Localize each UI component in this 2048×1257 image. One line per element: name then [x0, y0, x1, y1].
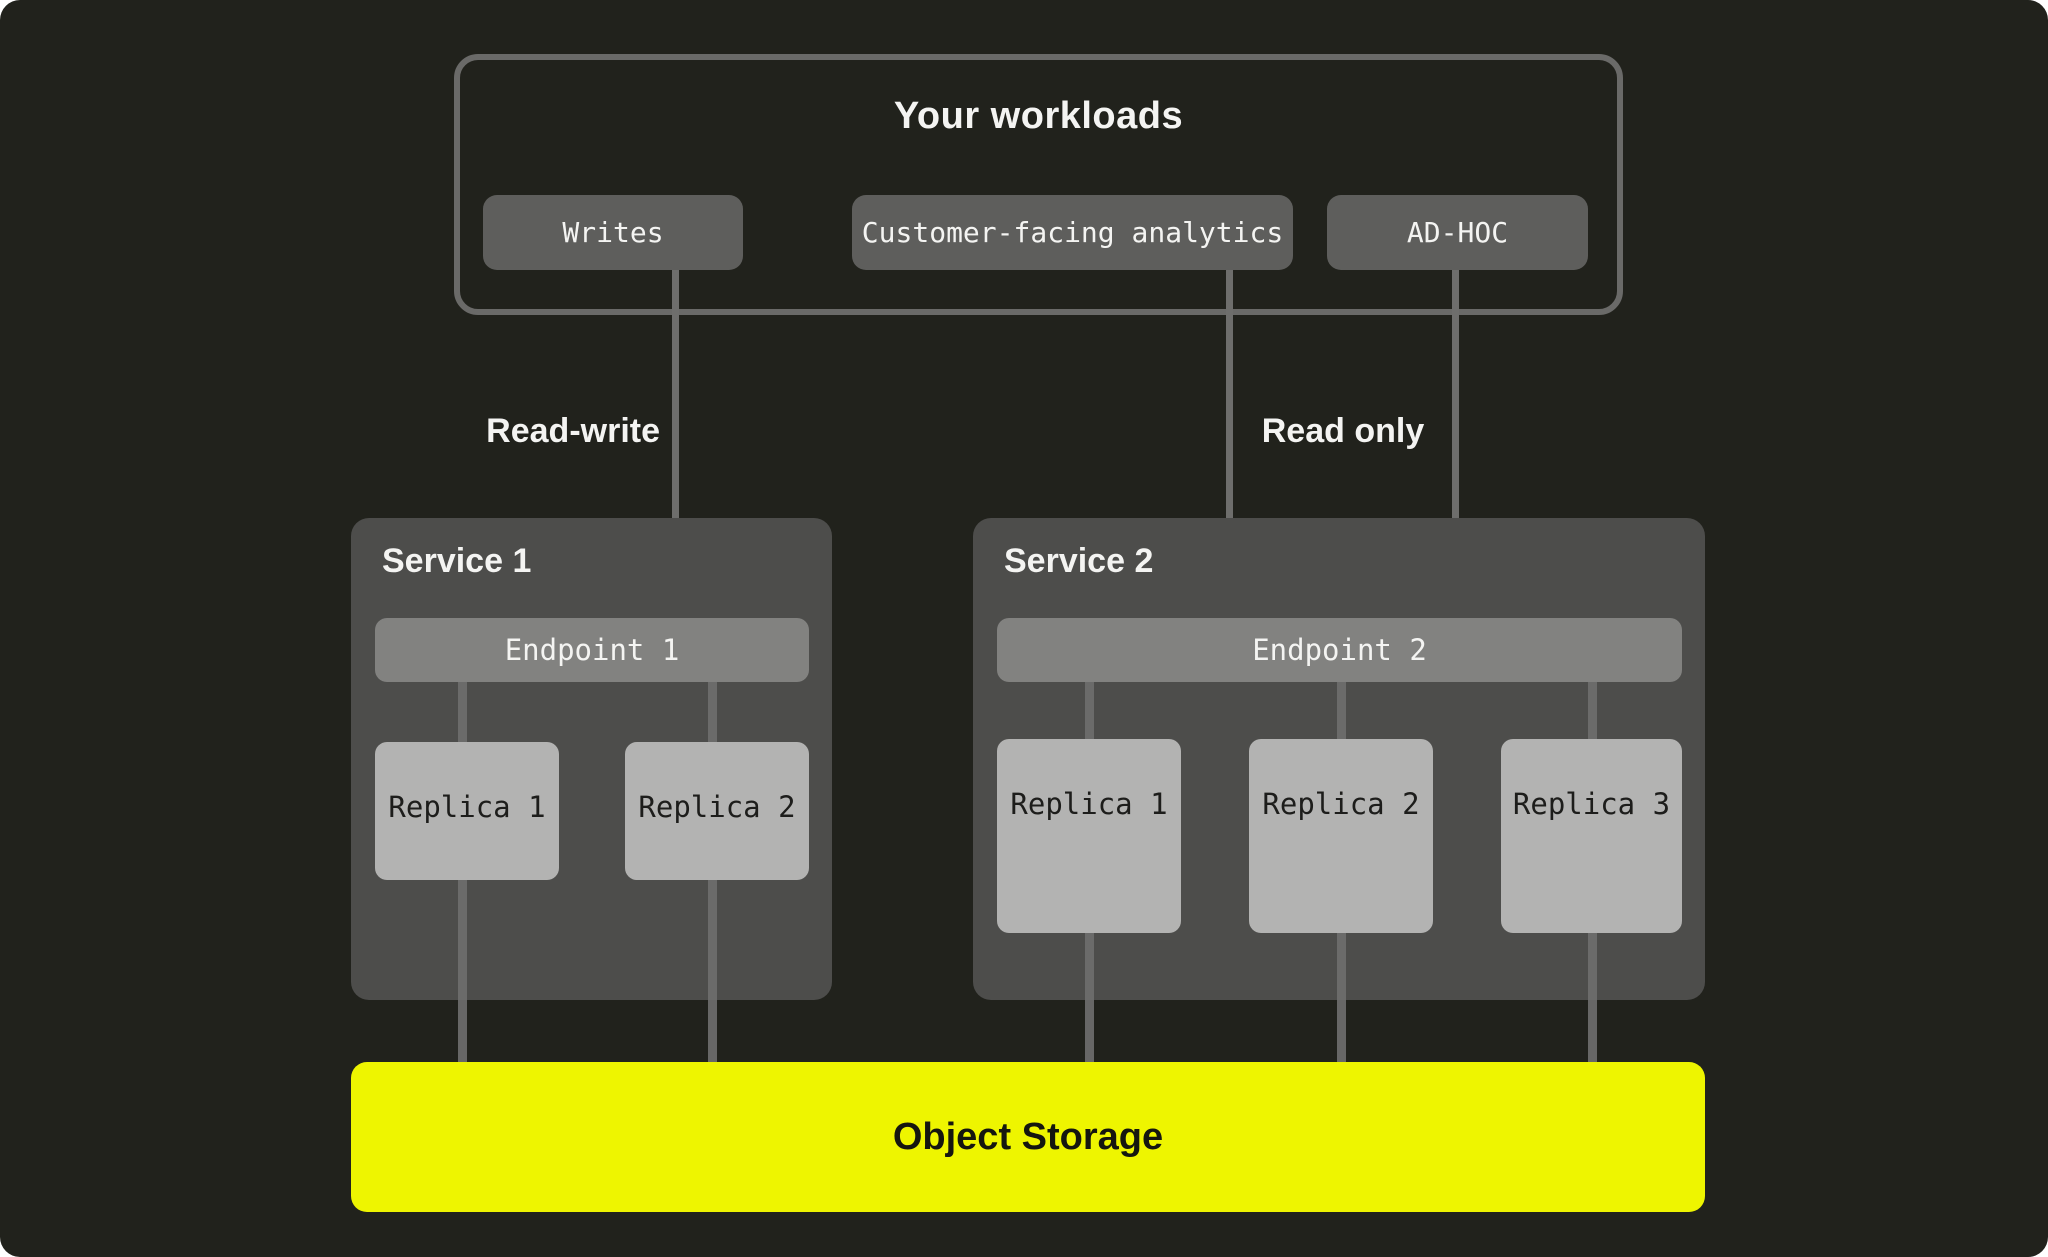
service-1-title: Service 1	[382, 542, 532, 580]
service-2-endpoint: Endpoint 2	[997, 618, 1682, 682]
workloads-group-box	[454, 54, 1623, 315]
edge-label-read-write: Read-write	[486, 412, 660, 450]
service-2-replica-3: Replica 3	[1501, 739, 1682, 933]
arrow-writes-line	[672, 270, 679, 582]
workload-chip-customer-facing-analytics: Customer-facing analytics	[852, 195, 1293, 270]
workloads-title: Your workloads	[893, 95, 1184, 137]
edge-label-read-only: Read only	[1261, 412, 1425, 450]
service-2-replica-1: Replica 1	[997, 739, 1181, 933]
service-1-endpoint: Endpoint 1	[375, 618, 809, 682]
workload-chip-writes: Writes	[483, 195, 743, 270]
service-1-replica-1: Replica 1	[375, 742, 559, 880]
workload-chip-ad-hoc: AD-HOC	[1327, 195, 1588, 270]
arrow-adhoc-line	[1452, 270, 1459, 582]
arrow-analytics-line	[1226, 270, 1233, 582]
service-2-replica-2: Replica 2	[1249, 739, 1433, 933]
object-storage-bar: Object Storage	[351, 1062, 1705, 1212]
service-2-title: Service 2	[1004, 542, 1154, 580]
service-1-replica-2: Replica 2	[625, 742, 809, 880]
